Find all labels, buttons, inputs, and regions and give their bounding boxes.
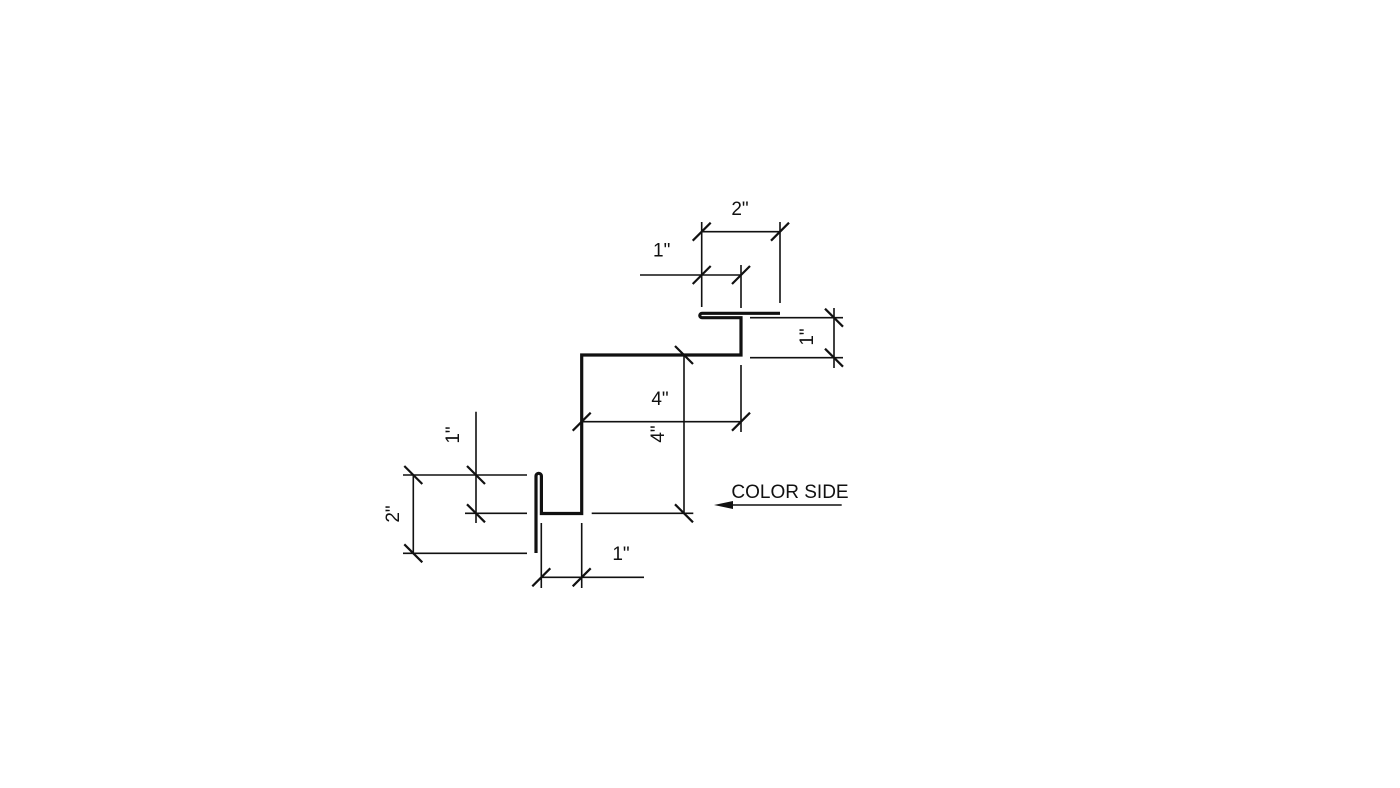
dimension-top-hem: 1"	[640, 241, 751, 308]
dimension-label: 2"	[731, 199, 748, 220]
dimension-label: 1"	[653, 241, 670, 262]
dimension-label: 1"	[612, 544, 629, 565]
dimension-left-hem: 1"	[403, 411, 527, 524]
dimension-label: 4"	[648, 425, 669, 442]
dimension-bottom-width: 1"	[531, 523, 644, 588]
dimension-middle-height: 4"	[591, 345, 694, 524]
color-side-label: COLOR SIDE	[731, 482, 848, 503]
dimension-label: 2"	[383, 505, 404, 522]
dimension-label: 1"	[797, 328, 818, 345]
dimension-middle-width: 4"	[571, 365, 751, 432]
color-side-indicator: COLOR SIDE	[714, 482, 849, 509]
dimension-left-height: 2"	[383, 465, 527, 564]
arrow-left-icon	[714, 501, 733, 509]
flashing-profile	[534, 311, 780, 553]
dimension-label: 1"	[443, 426, 464, 443]
dimension-right-step: 1"	[750, 307, 844, 368]
dimension-top-width: 2"	[691, 199, 790, 307]
dimension-label: 4"	[651, 389, 668, 410]
